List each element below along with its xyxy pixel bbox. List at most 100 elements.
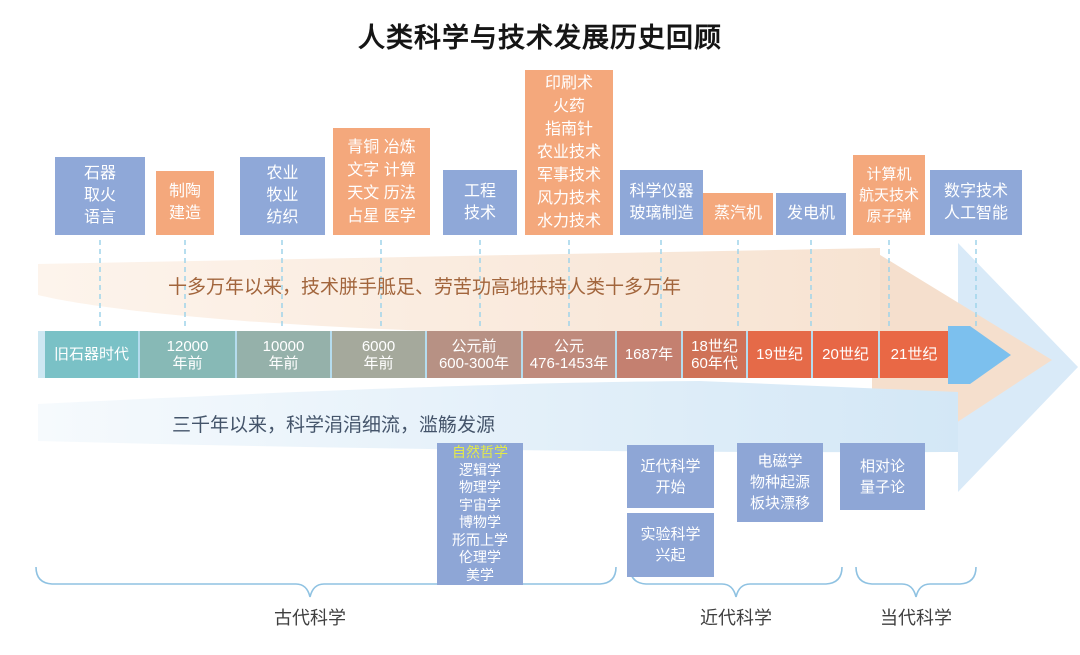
era-label-ancient: 古代科学 bbox=[274, 608, 346, 628]
timeline-seg-label: 18世纪 bbox=[691, 337, 738, 355]
tech-box-line: 人工智能 bbox=[943, 204, 1008, 222]
dashed-connectors bbox=[99, 240, 977, 329]
brace-contemporary bbox=[855, 566, 977, 598]
science-box-line: 博物学 bbox=[459, 514, 501, 530]
tech-box-generator: 发电机 bbox=[776, 193, 846, 235]
tech-box-line: 工程 bbox=[463, 182, 496, 200]
tech-box-line: 科学仪器 bbox=[629, 182, 694, 200]
timeline-seg-label: 60年代 bbox=[691, 354, 738, 372]
tech-box-digital-ai: 数字技术 人工智能 bbox=[930, 170, 1022, 235]
tech-box-line: 航天技术 bbox=[858, 186, 919, 204]
tech-box-line: 水力技术 bbox=[536, 213, 601, 230]
tech-box-line: 牧业 bbox=[266, 187, 299, 204]
science-box-em-species-plates: 电磁学 物种起源 板块漂移 bbox=[737, 443, 823, 522]
timeline-seg-19th: 19世纪 bbox=[748, 331, 813, 378]
tech-box-line: 印刷术 bbox=[544, 75, 593, 92]
timeline-seg-12000bp: 12000 年前 bbox=[140, 331, 237, 378]
timeline-seg-label: 20世纪 bbox=[822, 346, 869, 363]
timeline-seg-label: 6000 bbox=[361, 337, 396, 355]
tech-box-line: 数字技术 bbox=[943, 182, 1008, 200]
timeline-seg-label: 476-1453年 bbox=[529, 354, 609, 372]
era-label-modern: 近代科学 bbox=[700, 608, 772, 628]
tech-box-line: 文字 计算 bbox=[347, 161, 416, 179]
science-box-modern-start: 近代科学 开始 bbox=[627, 445, 714, 508]
tech-box-agriculture-textile: 农业 牧业 纺织 bbox=[240, 157, 325, 235]
tech-box-line: 技术 bbox=[463, 204, 496, 222]
timeline-left-cap bbox=[38, 331, 45, 378]
tech-box-line: 军事技术 bbox=[536, 167, 601, 184]
tech-box-steam-engine: 蒸汽机 bbox=[703, 193, 773, 235]
tech-box-line: 纺织 bbox=[266, 209, 299, 226]
science-box-line: 美学 bbox=[466, 566, 494, 583]
tech-box-line: 指南针 bbox=[544, 121, 593, 138]
timeline-seg-ad476-1453: 公元 476-1453年 bbox=[523, 331, 617, 378]
tech-box-line: 取火 bbox=[83, 187, 116, 204]
technology-band-caption: 十多万年以来，技术胼手胝足、劳苦功高地扶持人类十多万年 bbox=[168, 277, 682, 298]
timeline-seg-label: 12000 bbox=[166, 337, 209, 355]
timeline-seg-1760s: 18世纪 60年代 bbox=[683, 331, 748, 378]
tech-box-line: 计算机 bbox=[866, 165, 912, 183]
science-box-line: 电磁学 bbox=[757, 453, 803, 470]
timeline-seg-label: 10000 bbox=[262, 337, 305, 355]
tech-box-line: 占星 医学 bbox=[347, 207, 416, 225]
tech-box-line: 建造 bbox=[168, 205, 201, 222]
brace-modern bbox=[629, 566, 843, 598]
science-band bbox=[38, 381, 958, 453]
page-title: 人类科学与技术发展历史回顾 bbox=[358, 23, 722, 53]
timeline-seg-bc600-300: 公元前 600-300年 bbox=[427, 331, 523, 378]
tech-box-stone-fire-language: 石器 取火 语言 bbox=[55, 157, 145, 235]
tech-box-line: 石器 bbox=[83, 165, 116, 182]
tech-box-line: 蒸汽机 bbox=[713, 205, 762, 222]
timeline-seg-label: 公元 bbox=[553, 337, 584, 355]
timeline-seg-paleolithic: 旧石器时代 bbox=[45, 331, 140, 378]
tech-box-line: 农业技术 bbox=[536, 144, 601, 161]
tech-box-printing-gunpowder: 印刷术 火药 指南针 农业技术 军事技术 风力技术 水力技术 bbox=[525, 70, 613, 235]
timeline-bar: 旧石器时代 12000 年前 10000 年前 6000 年前 公元前 600-… bbox=[38, 331, 948, 378]
science-box-ancient-disciplines: 自然哲学 逻辑学 物理学 宇宙学 博物学 形而上学 伦理学 美学 bbox=[437, 443, 523, 585]
tech-box-line: 青铜 冶炼 bbox=[347, 138, 416, 156]
science-box-line: 量子论 bbox=[859, 478, 905, 496]
tech-box-line: 农业 bbox=[266, 165, 299, 182]
timeline-seg-10000bp: 10000 年前 bbox=[237, 331, 332, 378]
science-box-line: 开始 bbox=[655, 478, 686, 496]
science-box-line: 逻辑学 bbox=[459, 461, 501, 478]
science-box-relativity-quantum: 相对论 量子论 bbox=[840, 443, 925, 510]
science-box-experimental: 实验科学 兴起 bbox=[627, 513, 714, 577]
timeline-seg-1687: 1687年 bbox=[617, 331, 683, 378]
tech-box-line: 原子弹 bbox=[866, 207, 912, 225]
science-box-line: 宇宙学 bbox=[459, 496, 501, 513]
tech-box-pottery-construction: 制陶 建造 bbox=[156, 171, 214, 235]
timeline-seg-label: 年前 bbox=[363, 354, 394, 372]
science-box-line: 物理学 bbox=[459, 479, 501, 495]
era-braces bbox=[35, 566, 977, 598]
science-box-line: 实验科学 bbox=[640, 526, 701, 543]
era-label-contemporary: 当代科学 bbox=[880, 608, 952, 628]
timeline-seg-label: 600-300年 bbox=[438, 354, 510, 372]
science-band-caption: 三千年以来，科学涓涓细流，滥觞发源 bbox=[172, 415, 496, 436]
tech-box-line: 发电机 bbox=[786, 205, 835, 222]
tech-box-line: 天文 历法 bbox=[347, 184, 416, 202]
brace-ancient bbox=[35, 566, 617, 598]
science-box-line: 形而上学 bbox=[452, 531, 508, 548]
tech-box-bronze-writing-astro: 青铜 冶炼 文字 计算 天文 历法 占星 医学 bbox=[333, 128, 430, 235]
tech-box-engineering: 工程 技术 bbox=[443, 170, 517, 235]
science-box-line: 板块漂移 bbox=[749, 495, 810, 512]
science-box-line: 相对论 bbox=[859, 457, 905, 475]
tech-box-instruments-glass: 科学仪器 玻璃制造 bbox=[620, 170, 703, 235]
tech-box-computer-space-atomic: 计算机 航天技术 原子弹 bbox=[853, 155, 925, 235]
timeline-seg-label: 公元前 bbox=[451, 337, 497, 355]
timeline-seg-label: 年前 bbox=[172, 354, 203, 372]
timeline-seg-20th: 20世纪 bbox=[813, 331, 880, 378]
tech-box-line: 风力技术 bbox=[536, 190, 601, 207]
timeline-seg-21st: 21世纪 bbox=[880, 331, 948, 378]
tech-box-line: 火药 bbox=[552, 98, 585, 115]
timeline-seg-label: 旧石器时代 bbox=[53, 346, 129, 363]
technology-band bbox=[38, 248, 880, 331]
timeline-seg-6000bp: 6000 年前 bbox=[332, 331, 427, 378]
timeline-seg-label: 1687年 bbox=[624, 346, 674, 363]
science-box-line: 兴起 bbox=[655, 547, 686, 564]
timeline-seg-label: 19世纪 bbox=[756, 346, 803, 363]
timeline-seg-label: 21世纪 bbox=[890, 346, 938, 363]
